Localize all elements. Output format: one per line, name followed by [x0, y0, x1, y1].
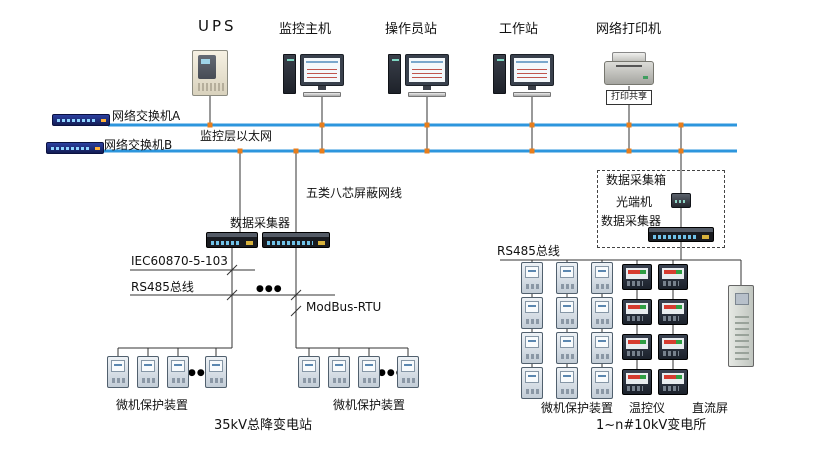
protection-device-icon: [137, 356, 159, 388]
protection-device-icon: [521, 367, 543, 399]
protection-device-icon: [167, 356, 189, 388]
ups-vents: [198, 83, 224, 91]
temp-controller-icon: [622, 334, 652, 360]
protection-device-icon: [591, 262, 613, 294]
keyboard-icon: [513, 92, 551, 97]
protection-device-icon: [521, 297, 543, 329]
protection-device-icon: [556, 297, 578, 329]
protection-device-icon: [591, 332, 613, 364]
network-switch-b-icon: [46, 142, 104, 154]
temp-controller-label: 温控仪: [629, 401, 666, 415]
network-printer-icon: [604, 52, 654, 88]
protection-label-1: 微机保护装置: [116, 398, 189, 412]
left-station-label: 35kV总降变电站: [214, 418, 312, 433]
temp-controller-icon: [622, 299, 652, 325]
ups-label: UPS: [198, 17, 237, 35]
dc-panel-icon: [728, 285, 754, 367]
temp-controller-icon: [622, 264, 652, 290]
temp-controller-icon: [658, 299, 688, 325]
iec-protocol-label: IEC60870-5-103: [131, 254, 228, 268]
monitor-icon: [300, 54, 344, 86]
protection-device-icon: [107, 356, 129, 388]
temp-controller-icon: [658, 334, 688, 360]
optical-terminal-icon: [671, 193, 691, 208]
protection-device-icon: [298, 356, 320, 388]
protection-device-icon: [556, 332, 578, 364]
right-station-label: 1~n#10kV变电所: [596, 418, 707, 433]
operator-station-icon: [388, 52, 450, 98]
protection-device-icon: [591, 367, 613, 399]
data-collector-icon: [206, 232, 258, 248]
operator-label: 操作员站: [385, 22, 438, 37]
shielded-cable-label: 五类八芯屏蔽网线: [306, 186, 403, 200]
host-label: 监控主机: [279, 22, 332, 37]
left-collector-label: 数据采集器: [230, 216, 291, 230]
pc-tower-icon: [493, 54, 506, 94]
rs485-left-label: RS485总线: [131, 280, 194, 294]
monitor-host-icon: [283, 52, 345, 98]
keyboard-icon: [303, 92, 341, 97]
printer-label: 网络打印机: [596, 22, 662, 37]
protection-device-icon: [358, 356, 380, 388]
right-collector-label: 数据采集器: [601, 214, 662, 228]
ellipsis-dots: ●●●: [188, 368, 215, 378]
optical-terminal-label: 光端机: [616, 195, 653, 209]
protection-device-icon: [556, 262, 578, 294]
ups-icon: [192, 50, 228, 96]
temp-controller-icon: [622, 369, 652, 395]
temp-controller-icon: [658, 369, 688, 395]
pc-tower-icon: [388, 54, 401, 94]
monitor-icon: [510, 54, 554, 86]
network-switch-a-icon: [52, 114, 110, 126]
temp-controller-icon: [658, 264, 688, 290]
print-share-box: 打印共享: [606, 90, 652, 105]
keyboard-icon: [408, 92, 446, 97]
protection-device-icon: [521, 332, 543, 364]
ethernet-label: 监控层以太网: [200, 129, 273, 143]
rs485-right-label: RS485总线: [497, 244, 560, 258]
ellipsis-dots: ●●●: [378, 368, 405, 378]
switch-b-label: 网络交换机B: [104, 138, 173, 152]
protection-label-right: 微机保护装置: [541, 401, 614, 415]
monitor-icon: [405, 54, 449, 86]
ellipsis-dots: ●●●: [256, 284, 283, 294]
collection-box-label: 数据采集箱: [606, 173, 667, 187]
workstation-label: 工作站: [499, 22, 539, 37]
workstation-icon: [493, 52, 555, 98]
data-collection-box: [597, 170, 725, 248]
protection-device-icon: [205, 356, 227, 388]
protection-device-icon: [591, 297, 613, 329]
protection-device-icon: [556, 367, 578, 399]
modbus-label: ModBus-RTU: [306, 300, 382, 314]
ups-display: [201, 59, 210, 64]
data-collector-icon: [648, 227, 714, 242]
pc-tower-icon: [283, 54, 296, 94]
dc-panel-label: 直流屏: [692, 401, 729, 415]
protection-device-icon: [521, 262, 543, 294]
protection-label-2: 微机保护装置: [333, 398, 406, 412]
protection-device-icon: [397, 356, 419, 388]
switch-a-label: 网络交换机A: [112, 109, 181, 123]
data-collector-icon: [262, 232, 330, 248]
protection-device-icon: [328, 356, 350, 388]
